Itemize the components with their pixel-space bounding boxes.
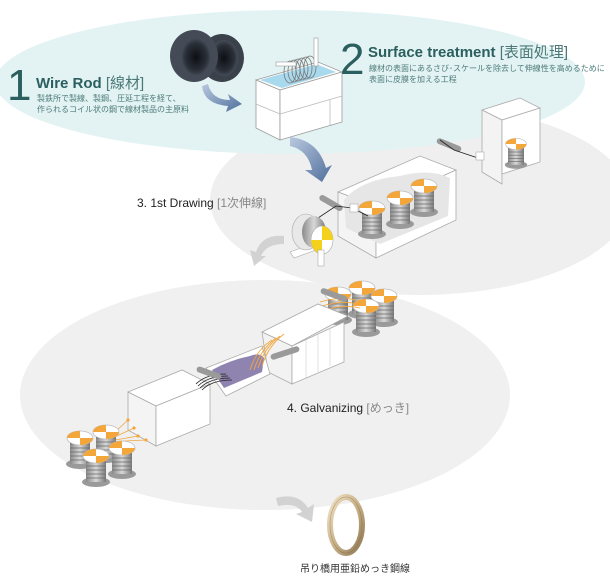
- return-arrow-icon: [250, 235, 284, 266]
- step-2-desc-line: 線材の表面にあるさび･スケールを除去して伸線性を高めるために: [369, 64, 605, 73]
- step-1-desc-line: 作られるコイル状の鋼で線材製品の主原料: [37, 105, 189, 114]
- stage-4-label: 4. Galvanizing [めっき]: [287, 399, 409, 416]
- step-1-title-en: Wire Rod: [36, 75, 102, 92]
- galvanizing-line-icon: [65, 280, 399, 488]
- flow-arrow-icon: [276, 496, 314, 522]
- wire-rod-coil-icon: [170, 30, 244, 82]
- drawing-machine-icon: [436, 97, 542, 185]
- step-2-desc-line: 表面に皮膜を加える工程: [369, 75, 457, 84]
- step-2-number: 2: [340, 35, 365, 84]
- step-1-number: 1: [7, 61, 32, 110]
- step-2-description: 線材の表面にあるさび･スケールを除去して伸線性を高めるために 表面に皮膜を加える…: [369, 63, 605, 85]
- flow-arrow-icon: [290, 137, 332, 182]
- step-1-title: Wire Rod [線材]: [36, 72, 144, 93]
- step-1-title-jp: [線材]: [105, 75, 145, 92]
- stage-backdrop-4: [20, 280, 510, 510]
- step-1-desc-line: 製鉄所で製線、製鋼、圧延工程を経て、: [37, 94, 181, 103]
- surface-treatment-tank-icon: [254, 37, 344, 141]
- finished-wire-coil-icon: [327, 494, 365, 556]
- step-2-title: Surface treatment [表面処理]: [368, 41, 568, 62]
- stage-4-label-en: 4. Galvanizing: [287, 401, 364, 415]
- drawing-machine-icon: [311, 155, 458, 259]
- step-2-title-en: Surface treatment: [368, 44, 496, 61]
- stage-3-label-jp: [1次伸線]: [217, 196, 267, 210]
- stage-3-label: 3. 1st Drawing [1次伸線]: [137, 194, 266, 211]
- flow-arrow-icon: [202, 84, 242, 112]
- stage-3-label-en: 3. 1st Drawing: [137, 196, 214, 210]
- step-2-title-jp: [表面処理]: [499, 44, 569, 61]
- stage-4-label-jp: [めっき]: [366, 401, 410, 415]
- product-label: 吊り橋用亜鉛めっき鋼線: [300, 564, 410, 575]
- step-1-description: 製鉄所で製線、製鋼、圧延工程を経て、 作られるコイル状の鋼で線材製品の主原料: [37, 93, 189, 115]
- payoff-reel-icon: [289, 213, 334, 267]
